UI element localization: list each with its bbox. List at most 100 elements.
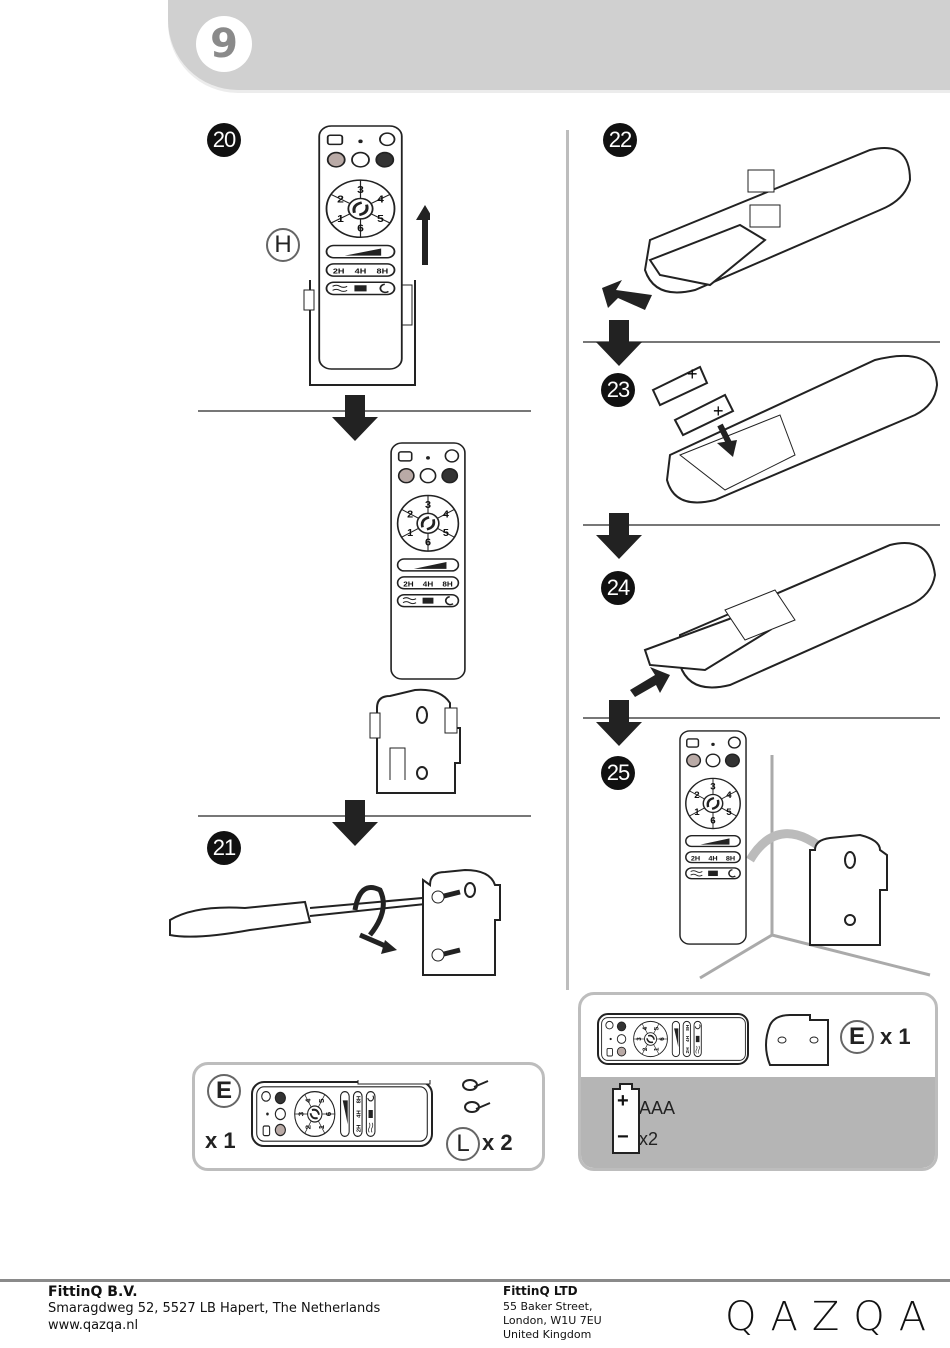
color-button: [275, 1092, 285, 1103]
battery-icon: + −: [612, 1088, 640, 1154]
speed-number: 1: [407, 529, 413, 539]
speed-number: 3: [357, 185, 364, 196]
dimmer-bar: [672, 1021, 679, 1056]
power-button: [328, 135, 343, 144]
natural-wind-icon: [354, 285, 366, 291]
color-button: [617, 1022, 625, 1031]
speed-number: 6: [425, 538, 431, 548]
indicator-led: [426, 456, 430, 460]
remote-illustration: 1 2 3 4 5 6 2H 4H 8H: [385, 440, 470, 685]
light-icon: [262, 1092, 271, 1102]
uk-address-line: London, W1U 7EU: [503, 1314, 602, 1327]
speed-number: 4: [642, 1026, 649, 1030]
speed-number: 5: [317, 1099, 325, 1103]
speed-number: 6: [659, 1037, 666, 1041]
speed-number: 6: [710, 816, 715, 826]
speed-number: 5: [653, 1026, 660, 1030]
timer-label: 8H: [377, 266, 389, 275]
natural-wind-icon: [369, 1110, 373, 1118]
speed-number: 3: [425, 500, 431, 510]
color-button: [617, 1035, 625, 1044]
timer-label: 4H: [357, 1110, 363, 1118]
color-button: [352, 153, 369, 167]
dimmer-bar: [686, 836, 740, 847]
remote-body: 1234562H4H8H: [602, 1018, 746, 1061]
color-button: [376, 153, 393, 167]
remote-body: 1234562H4H8H: [319, 126, 402, 369]
nl-website[interactable]: www.qazqa.nl: [48, 1318, 138, 1333]
indicator-led: [358, 139, 362, 143]
remote-back-open-illustration: [600, 140, 920, 315]
speed-number: 3: [710, 782, 715, 792]
battery-plus: +: [617, 1090, 629, 1113]
indicator-led: [610, 1038, 612, 1040]
timer-label: 8H: [357, 1096, 363, 1104]
page-number: 9: [196, 16, 252, 72]
timer-label: 4H: [685, 1035, 690, 1042]
speed-number: 3: [297, 1112, 305, 1116]
arrow-down-icon: [594, 320, 644, 368]
color-button: [706, 754, 720, 767]
svg-text:+: +: [713, 401, 724, 421]
light-icon: [729, 737, 741, 748]
timer-label: 2H: [357, 1125, 363, 1133]
footer-divider: [0, 1279, 950, 1282]
timer-label: 8H: [685, 1024, 690, 1031]
timer-label: 8H: [726, 856, 735, 863]
power-button: [399, 452, 412, 461]
wall-holder-illustration: [365, 688, 470, 803]
arrow-down-icon: [330, 395, 380, 443]
speed-number: 1: [694, 807, 699, 817]
wall-holder-illustration: [760, 1010, 835, 1075]
speed-number: 5: [726, 807, 731, 817]
natural-wind-icon: [708, 871, 718, 876]
color-button: [275, 1108, 285, 1119]
timer-label: 4H: [423, 580, 434, 589]
dimmer-bar: [327, 245, 395, 257]
color-button: [617, 1047, 625, 1056]
timer-label: 2H: [333, 266, 345, 275]
part-label-e: E: [840, 1020, 874, 1054]
screw-quantity: x 2: [482, 1130, 513, 1156]
speed-number: 4: [377, 194, 385, 205]
remote-quantity: x 1: [205, 1128, 236, 1154]
speed-number: 1: [653, 1047, 660, 1051]
power-button: [687, 739, 699, 747]
step-badge-23: 23: [601, 373, 635, 407]
battery-quantity: x2: [639, 1129, 658, 1150]
power-button: [263, 1126, 269, 1136]
speed-number: 1: [337, 214, 344, 225]
nl-company-name: FittinQ B.V.: [48, 1284, 138, 1300]
color-button: [687, 754, 701, 767]
remote-cover-close-illustration: [620, 535, 940, 700]
speed-number: 5: [443, 529, 449, 539]
dimmer-bar: [398, 559, 459, 571]
timer-label: 8H: [442, 580, 453, 589]
speed-number: 2: [642, 1047, 649, 1051]
timer-label: 4H: [355, 266, 367, 275]
screws-icon: [460, 1075, 495, 1120]
step-badge-25: 25: [601, 756, 635, 790]
column-divider: [566, 130, 569, 990]
speed-number: 4: [726, 790, 732, 800]
natural-wind-icon: [696, 1036, 700, 1042]
natural-wind-icon: [423, 598, 434, 604]
part-label-e: E: [207, 1074, 241, 1108]
power-button: [607, 1048, 612, 1056]
timer-label: 2H: [403, 580, 414, 589]
speed-number: 2: [407, 510, 413, 520]
arrow-down-icon: [330, 800, 380, 848]
light-icon: [606, 1021, 613, 1029]
nl-address: Smaragdweg 52, 5527 LB Hapert, The Nethe…: [48, 1301, 380, 1316]
speed-number: 4: [443, 510, 449, 520]
color-button: [420, 469, 435, 483]
qazqa-logo: QAZQA: [725, 1294, 940, 1340]
indicator-led: [266, 1113, 269, 1116]
color-button: [275, 1124, 285, 1135]
uk-address-line: 55 Baker Street,: [503, 1300, 592, 1313]
speed-number: 1: [317, 1125, 325, 1129]
